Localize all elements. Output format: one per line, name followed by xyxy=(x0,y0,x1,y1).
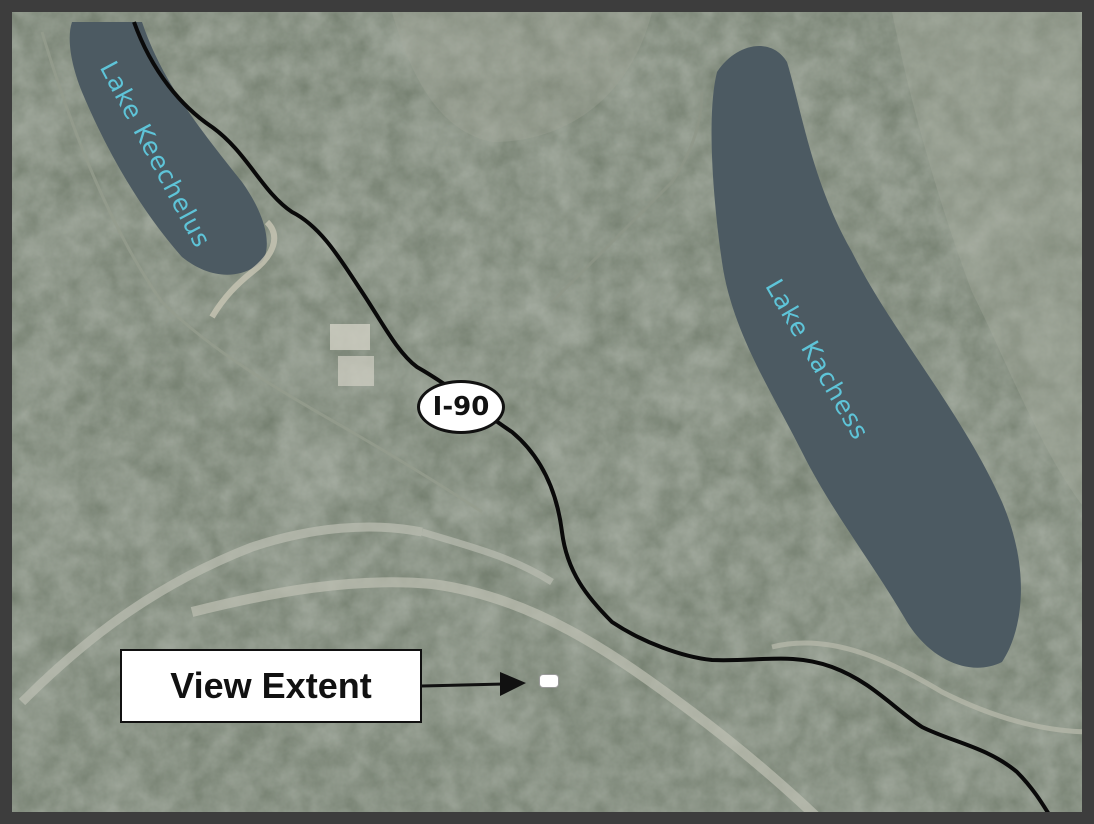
view-extent-marker xyxy=(539,674,559,688)
view-extent-callout: View Extent xyxy=(120,649,422,723)
highway-shield: I-90 xyxy=(417,380,505,434)
callout-arrow xyxy=(421,682,505,688)
aerial-map xyxy=(12,12,1082,812)
highway-i90-line xyxy=(132,21,1050,812)
lake-keechelus xyxy=(69,22,267,275)
lake-kachess xyxy=(711,45,1021,668)
arrow-head-icon xyxy=(500,672,526,696)
